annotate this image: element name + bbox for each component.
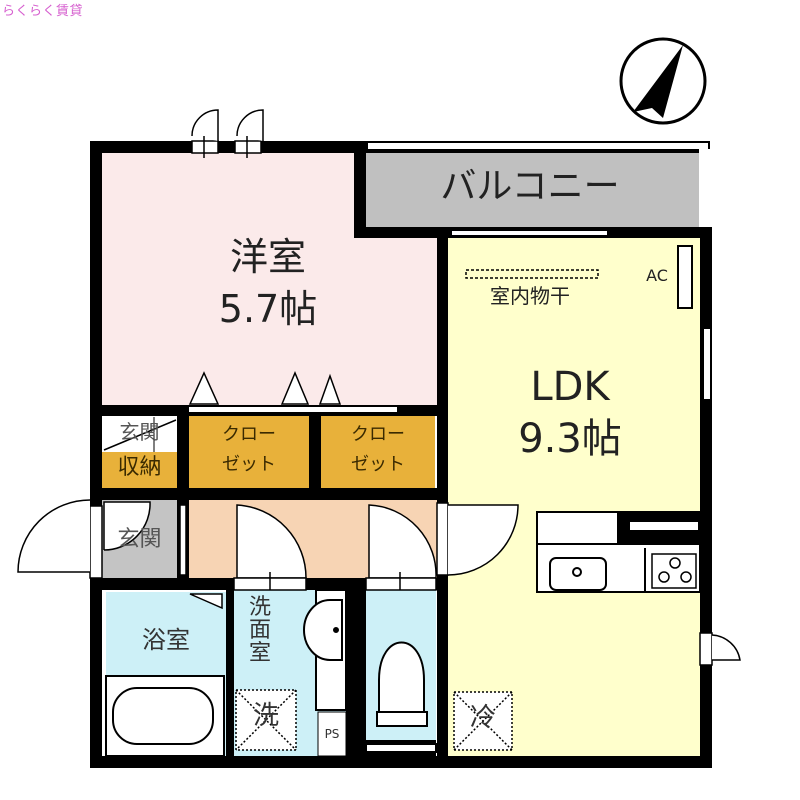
wall-balcony-left (354, 141, 366, 238)
wall-bath-right (226, 590, 234, 756)
wall-outer-top (90, 141, 364, 153)
entrance-storage (102, 452, 177, 488)
closet-1-line1: クロー (222, 424, 276, 445)
pipe-space-label: PS (324, 727, 340, 741)
closet-2-line1: クロー (351, 424, 405, 445)
window-ldk-top (452, 231, 607, 235)
balcony-label: バルコニー (440, 166, 620, 207)
washer-label: 洗 (252, 701, 279, 731)
washroom-label: 洗 面 室 (248, 595, 271, 667)
closet-2-line2: ゼット (351, 454, 405, 475)
balcony (366, 153, 699, 227)
wall-closet-div-2 (309, 416, 321, 488)
ldk-size: 9.3帖 (518, 416, 622, 462)
entrance-label: 玄関 (117, 527, 162, 552)
balcony-rail (366, 141, 710, 149)
wall-balcony-inner (366, 149, 699, 153)
ac-label: AC (646, 266, 668, 285)
wall-wash-right (346, 590, 366, 756)
closet-2 (321, 416, 435, 488)
north-arrow-icon (619, 37, 707, 125)
western-room-name: 洋室 (229, 235, 306, 279)
closet-1-line2: ゼット (222, 454, 276, 475)
entrance-storage-top-label: 玄関 (119, 420, 160, 444)
wall-outer-bottom (90, 756, 712, 768)
wall-outer-left-lower (90, 578, 102, 768)
fridge-label: 冷 (469, 703, 496, 733)
indoor-drying-label: 室内物干 (490, 284, 570, 308)
bathroom-label: 浴室 (142, 626, 190, 654)
ldk-room (448, 238, 700, 756)
ldk-name: LDK (530, 364, 610, 410)
western-room-size: 5.7帖 (218, 287, 318, 331)
window-western-closet (189, 407, 397, 412)
entrance-storage-label: 収納 (117, 455, 162, 480)
window-right (703, 328, 711, 400)
brand-logo: らくらく賃貸 (2, 4, 84, 19)
closet-1 (189, 416, 309, 488)
